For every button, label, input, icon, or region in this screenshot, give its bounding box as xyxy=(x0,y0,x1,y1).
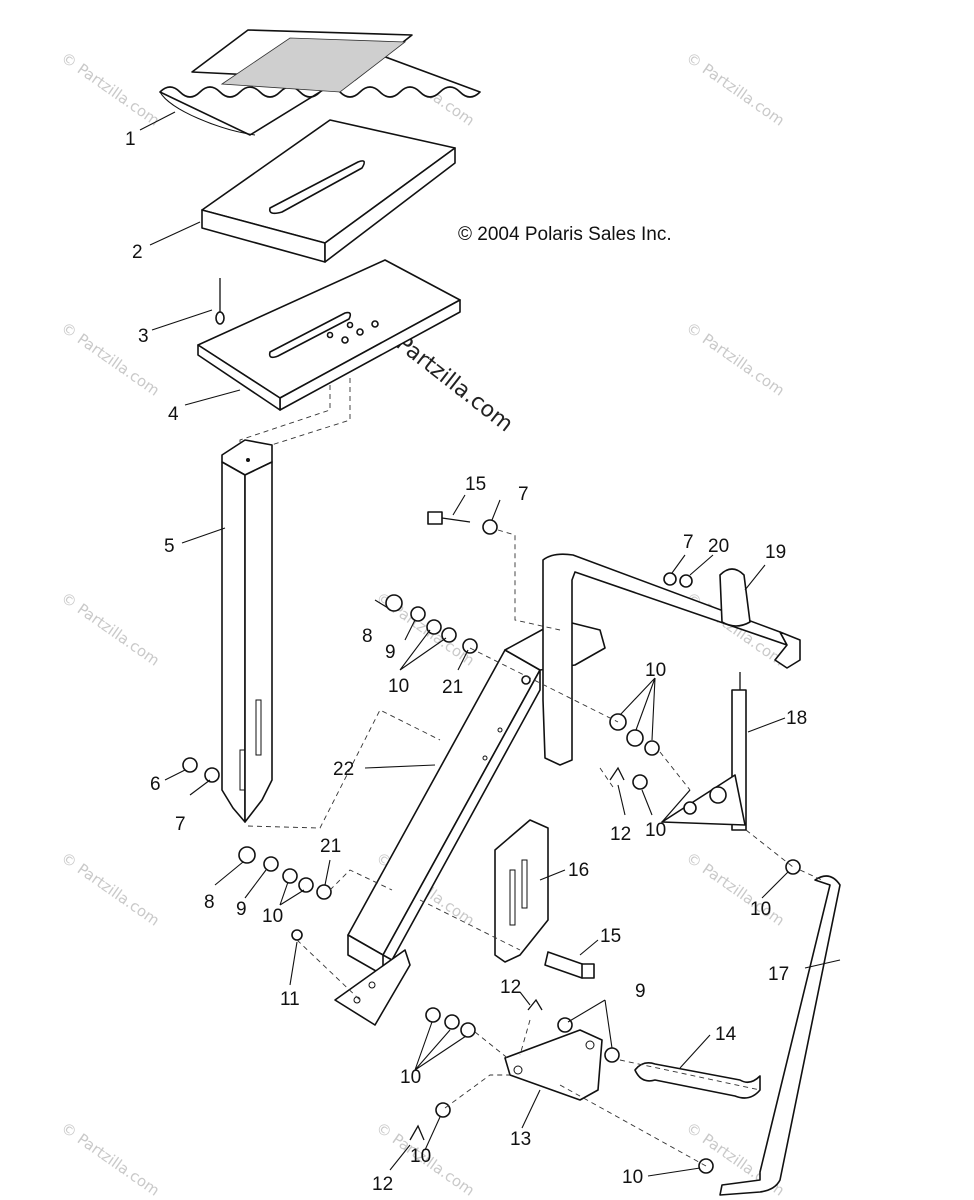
part-17-rod xyxy=(719,875,841,1196)
watermark-tile: © Partzilla.com xyxy=(683,319,788,400)
callout-22: 22 xyxy=(333,759,354,780)
copyright-text: © 2004 Polaris Sales Inc. xyxy=(458,224,672,245)
callout-7: 7 xyxy=(518,484,529,505)
watermark-tile: © Partzilla.com xyxy=(58,49,163,130)
callout-12: 12 xyxy=(372,1174,393,1195)
part-1-pad xyxy=(159,29,481,136)
watermark-tile: © Partzilla.com xyxy=(683,849,788,930)
callout-15: 15 xyxy=(465,474,486,495)
leader-lines xyxy=(139,111,841,1177)
part-4-bracket xyxy=(197,259,461,455)
callout-10: 10 xyxy=(645,820,666,841)
callout-9: 9 xyxy=(236,899,247,920)
callout-6: 6 xyxy=(150,774,161,795)
callout-10: 10 xyxy=(645,660,666,681)
callout-5: 5 xyxy=(164,536,175,557)
part-18-lever xyxy=(661,672,747,831)
watermark-tile: © Partzilla.com xyxy=(58,849,163,930)
part-16-slide xyxy=(494,819,549,963)
watermark-tile: © Partzilla.com xyxy=(58,589,163,670)
callout-18: 18 xyxy=(786,708,807,729)
callout-3: 3 xyxy=(138,326,149,347)
callout-12: 12 xyxy=(500,977,521,998)
callout-14: 14 xyxy=(715,1024,737,1045)
washers xyxy=(182,519,801,1174)
callout-8: 8 xyxy=(204,892,215,913)
callout-8: 8 xyxy=(362,626,373,647)
watermark-tile: © Partzilla.com xyxy=(58,1119,163,1200)
callout-16: 16 xyxy=(568,860,589,881)
callout-10: 10 xyxy=(750,899,771,920)
callout-10: 10 xyxy=(410,1146,431,1167)
watermark-tile: © Partzilla.com xyxy=(683,49,788,130)
callout-17: 17 xyxy=(768,964,789,985)
callout-10: 10 xyxy=(262,906,283,927)
callout-15: 15 xyxy=(600,926,621,947)
callout-7: 7 xyxy=(175,814,186,835)
part-3-pin xyxy=(215,278,225,325)
callout-9: 9 xyxy=(635,981,646,1002)
part-2-plate xyxy=(201,119,456,263)
callout-1: 1 xyxy=(125,129,136,150)
part-13-bracket xyxy=(504,1029,603,1101)
callout-11: 11 xyxy=(280,989,300,1010)
assembly-lines xyxy=(247,529,823,1167)
part-14-arm xyxy=(634,1062,761,1099)
part-22-tube xyxy=(334,619,606,1026)
callout-21: 21 xyxy=(442,677,463,698)
callout-2: 2 xyxy=(132,242,143,263)
callout-21: 21 xyxy=(320,836,341,857)
callout-4: 4 xyxy=(168,404,179,425)
callout-19: 19 xyxy=(765,542,786,563)
spring-12-clips xyxy=(409,766,625,1141)
callout-13: 13 xyxy=(510,1129,531,1150)
handlebar xyxy=(542,553,801,766)
callout-9: 9 xyxy=(385,642,396,663)
bolt-15-bottom xyxy=(544,951,595,979)
callout-10: 10 xyxy=(400,1067,421,1088)
callout-10: 10 xyxy=(388,676,409,697)
callout-10: 10 xyxy=(622,1167,643,1188)
callout-12: 12 xyxy=(610,824,631,845)
callouts: 1 2 3 4 5 6 7 7 7 8 8 9 9 9 10 10 10 10 … xyxy=(125,129,807,1195)
watermark-tiles: © Partzilla.com © Partzilla.com © Partzi… xyxy=(58,49,788,1200)
part-5-post xyxy=(221,439,273,823)
part-19-knob xyxy=(719,568,751,627)
callout-20: 20 xyxy=(708,536,729,557)
bolt-15-top xyxy=(427,511,471,525)
callout-7: 7 xyxy=(683,532,694,553)
